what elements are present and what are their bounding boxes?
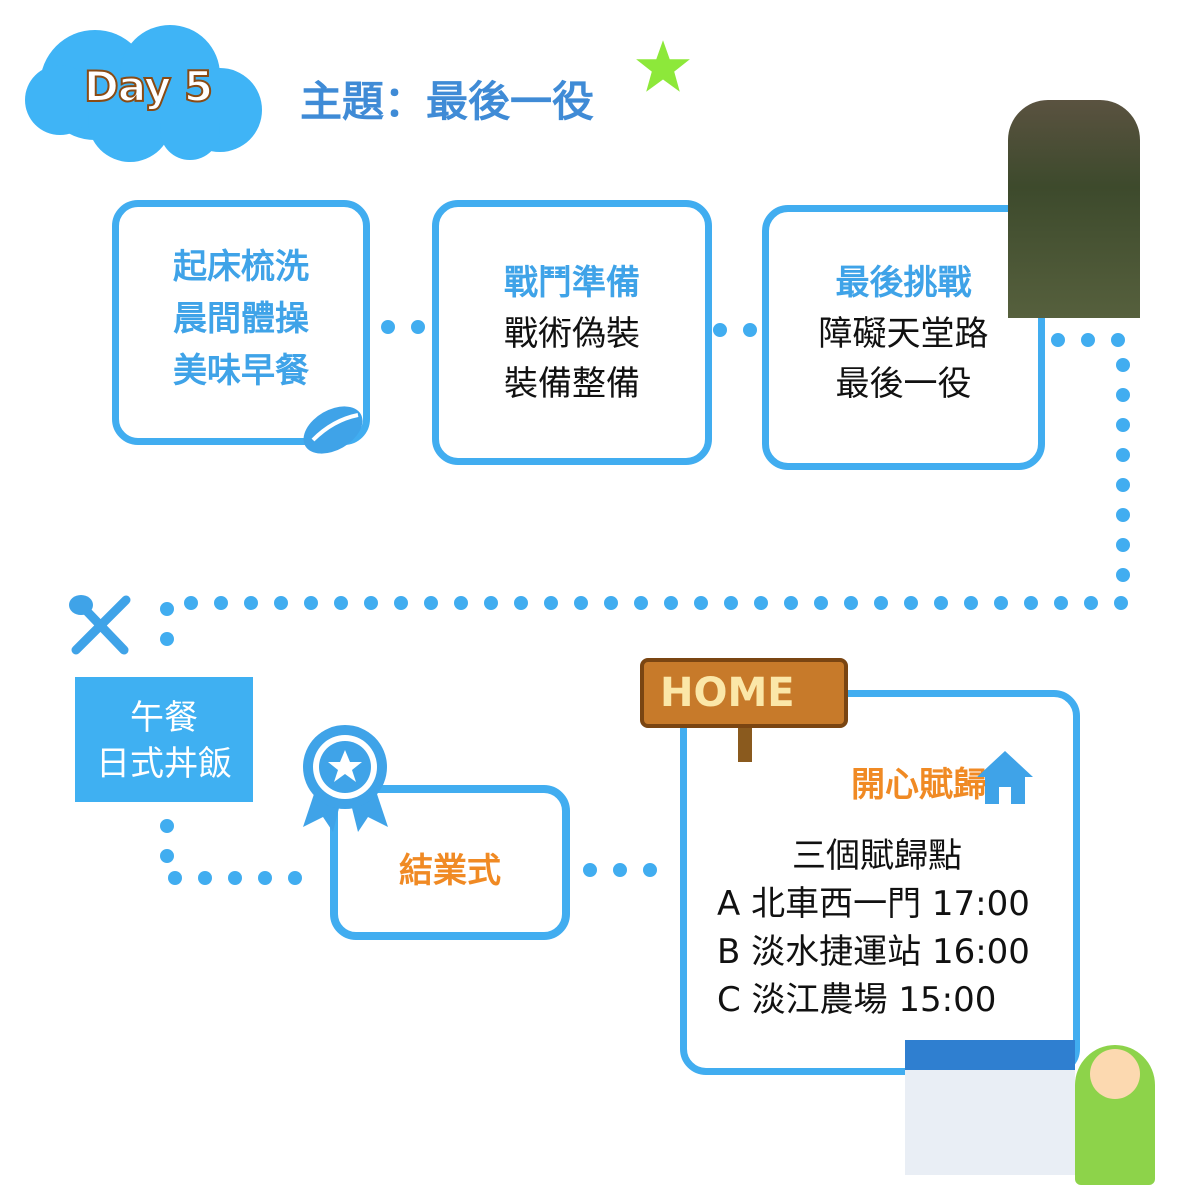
lunch-line: 日式丼飯 <box>96 744 232 784</box>
house-icon <box>977 751 1033 804</box>
step-line: 起床梳洗 <box>173 247 309 287</box>
day-label: Day 5 <box>83 61 214 112</box>
person-illustration <box>1075 1045 1155 1185</box>
step-line: 美味早餐 <box>173 351 309 391</box>
home-sign: HOME <box>640 658 848 728</box>
house-illustration <box>905 1040 1075 1175</box>
sign-post <box>738 720 752 762</box>
sushi-icon <box>303 406 363 454</box>
step-title: 戰鬥準備 <box>504 263 640 303</box>
page-title: 主題：最後一役 <box>300 77 595 126</box>
soldier-photo <box>1008 100 1140 318</box>
step-line: 戰術偽裝 <box>504 314 640 354</box>
dropoff-point: A 北車西一門 17:00 <box>717 884 1030 924</box>
step-prepare: 戰鬥準備 戰術偽裝 裝備整備 <box>432 200 712 465</box>
home-subtitle: 三個賦歸點 <box>792 836 962 876</box>
lunch-box: 午餐 日式丼飯 <box>75 677 253 802</box>
home-title: 開心賦歸 <box>851 765 987 805</box>
dropoff-point: C 淡江農場 15:00 <box>717 980 997 1020</box>
step-challenge: 最後挑戰 障礙天堂路 最後一役 <box>762 205 1045 470</box>
lunch-line: 午餐 <box>130 698 198 738</box>
award-badge-icon <box>303 725 388 832</box>
step-title: 最後挑戰 <box>835 263 972 303</box>
ceremony-title: 結業式 <box>399 851 501 891</box>
step-line: 最後一役 <box>835 364 972 404</box>
step-line: 晨間體操 <box>173 299 309 339</box>
step-line: 障礙天堂路 <box>818 314 989 354</box>
step-line: 裝備整備 <box>504 364 640 404</box>
star-icon <box>636 40 690 92</box>
cloud-icon <box>25 25 262 162</box>
step-wakeup: 起床梳洗 晨間體操 美味早餐 <box>112 200 370 445</box>
dropoff-point: B 淡水捷運站 16:00 <box>717 932 1030 972</box>
utensils-icon <box>69 595 131 655</box>
